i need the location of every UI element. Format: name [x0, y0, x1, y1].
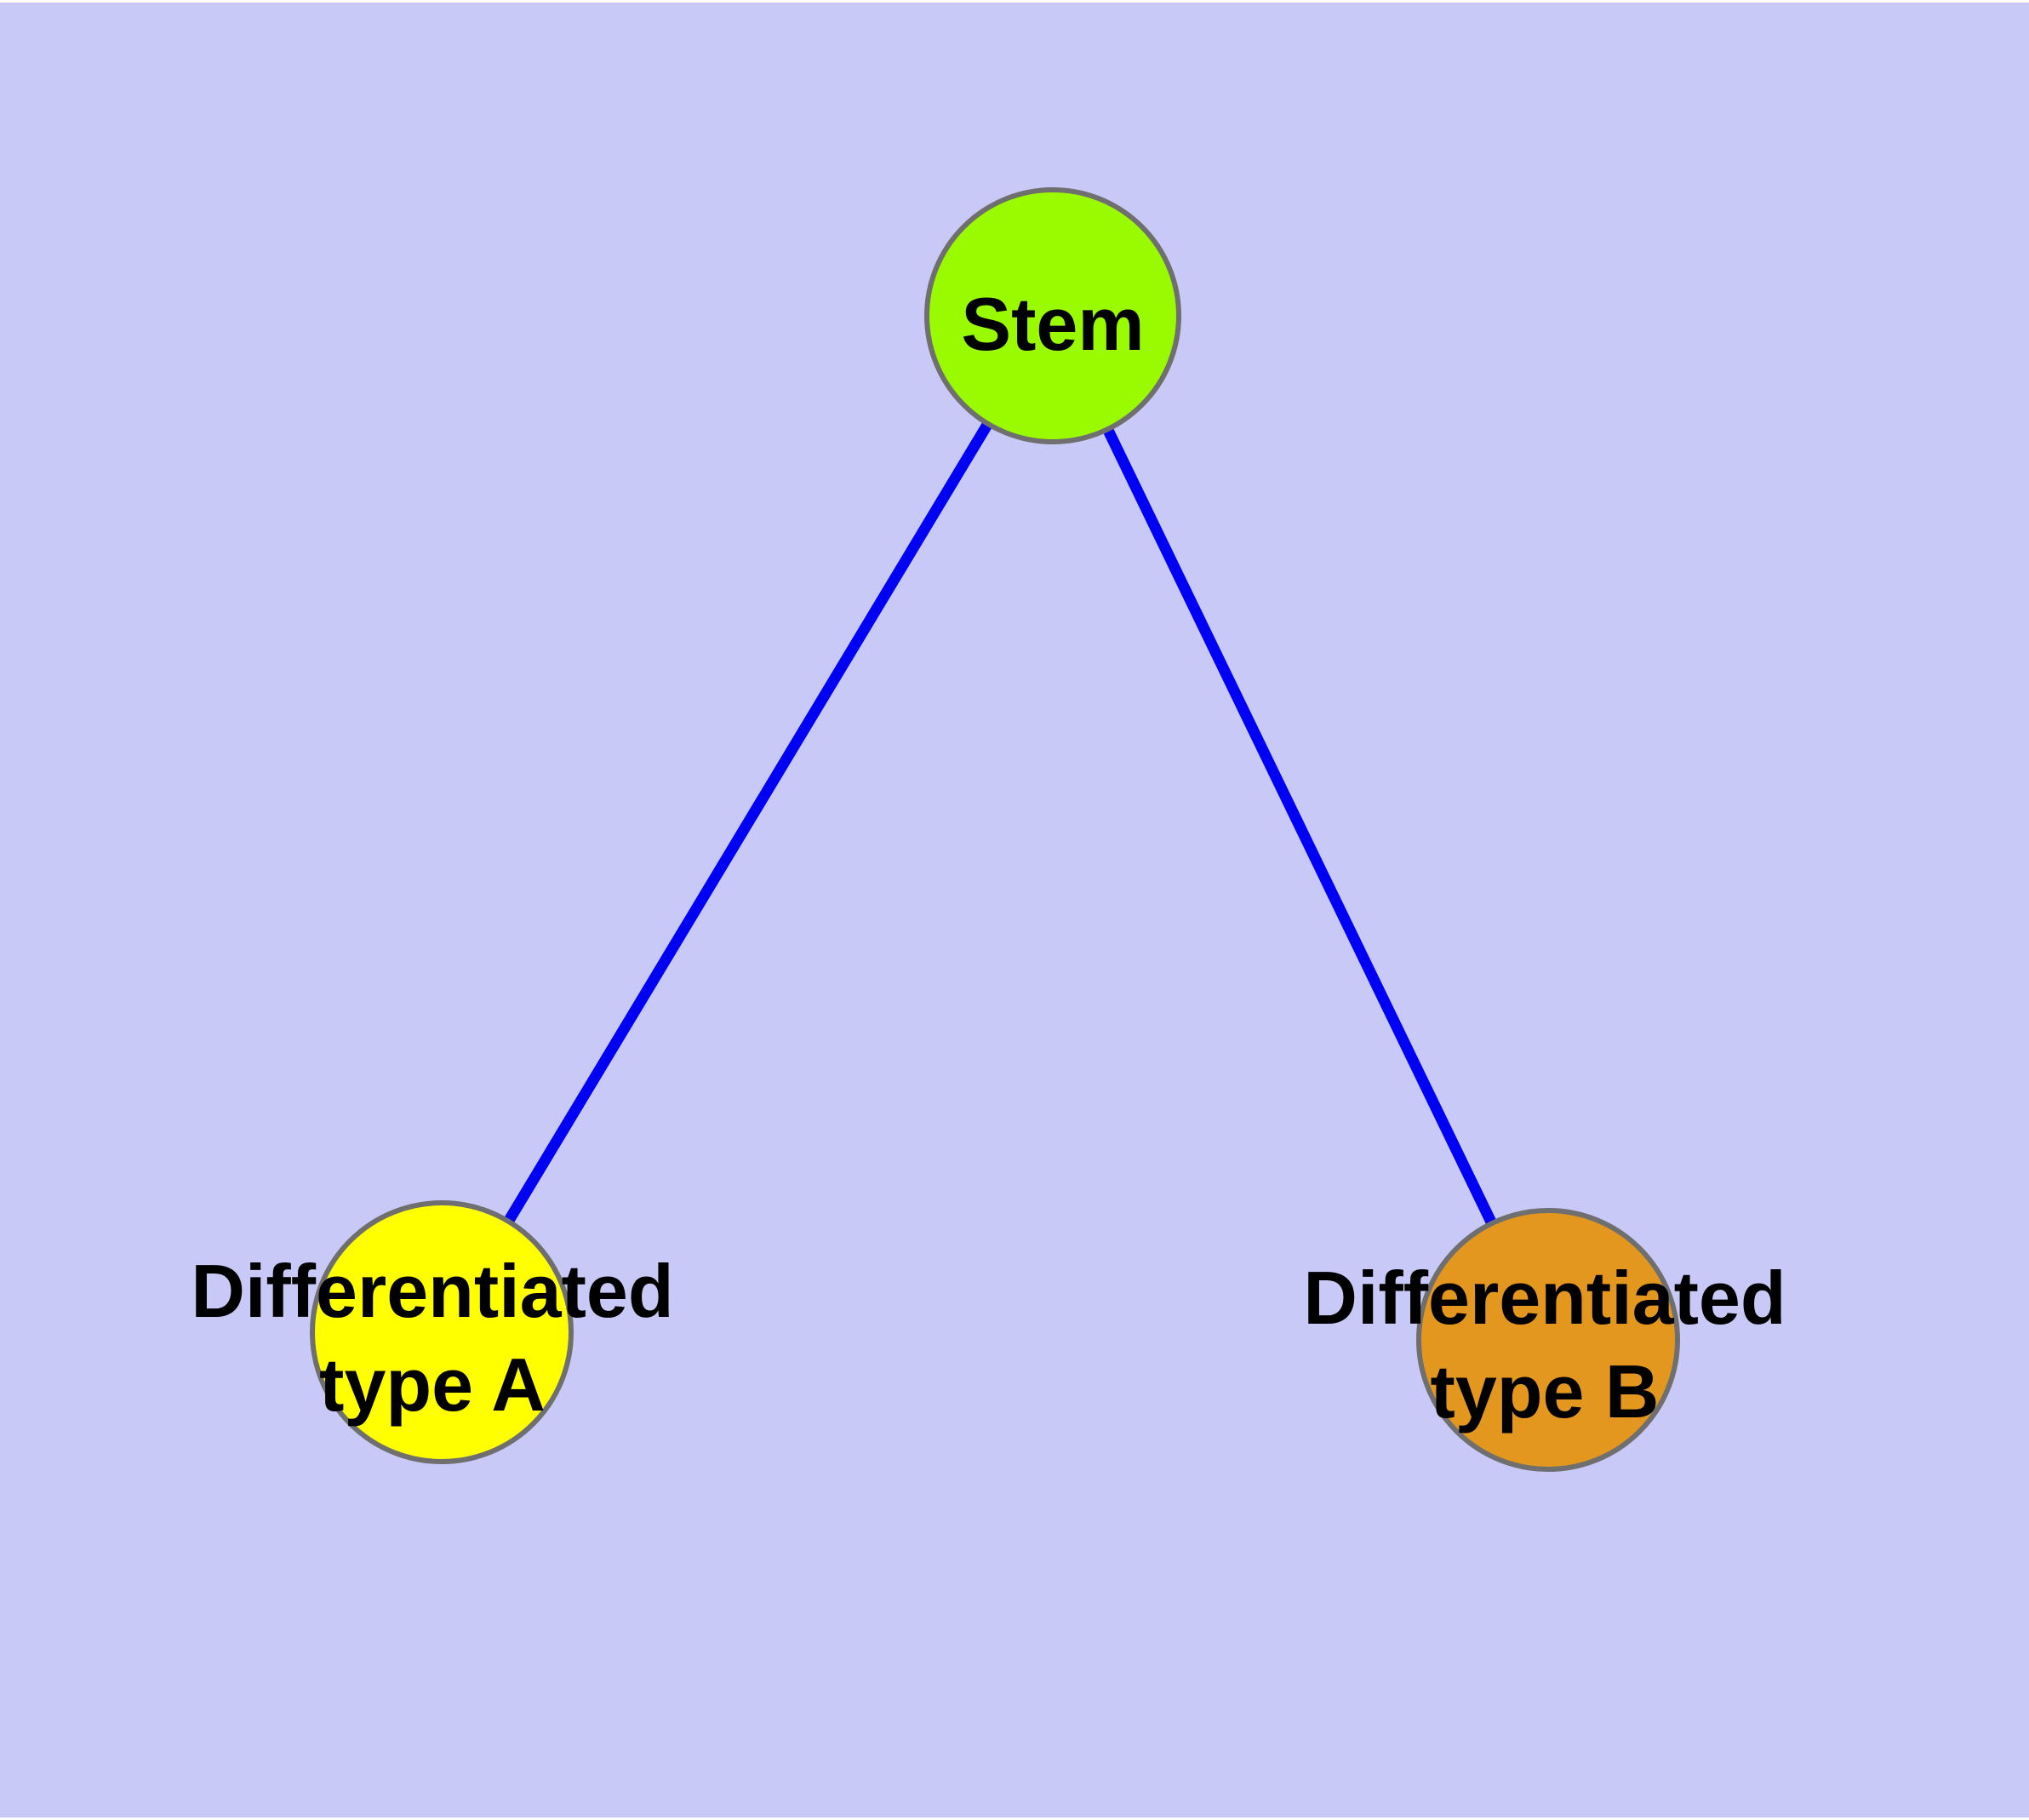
node-stem-label: Stem: [961, 282, 1145, 366]
edge-stem-to-type-b: [1048, 313, 1553, 1342]
node-type-b-label-line1: Differentiated: [1303, 1256, 1786, 1340]
edge-stem-to-type-a: [437, 312, 1058, 1336]
node-type-b-label: Differentiated type B: [1162, 1251, 1928, 1439]
node-stem-circle: [924, 187, 1181, 444]
node-type-a-circle: [310, 1200, 574, 1464]
node-type-b-label-line2: type B: [1430, 1349, 1660, 1434]
node-type-a-label: Differentiated type A: [49, 1245, 815, 1432]
node-type-a-label-line2: type A: [319, 1342, 546, 1427]
node-type-a-label-line1: Differentiated: [191, 1249, 674, 1333]
node-type-b-circle: [1416, 1208, 1680, 1472]
